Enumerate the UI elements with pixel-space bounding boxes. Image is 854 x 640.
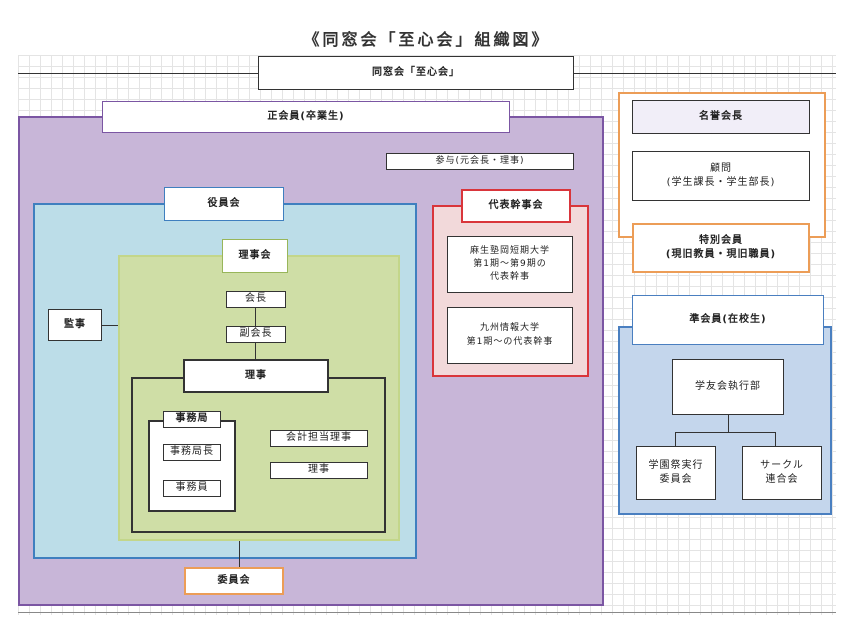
box-circle-union: サークル 連合会	[742, 446, 822, 500]
box-directors-header: 理事	[183, 359, 329, 393]
box-auditor: 監事	[48, 309, 102, 341]
box-secretary-general: 事務局長	[163, 444, 221, 461]
box-secretariat: 事務局	[163, 411, 221, 428]
box-reps-university: 九州情報大学 第1期～の代表幹事	[447, 307, 573, 364]
box-advisors: 参与(元会長・理事)	[386, 153, 574, 170]
auditor-connector-line	[102, 325, 118, 326]
box-reps-junior-college: 麻生塾岡短期大学 第1期～第9期の 代表幹事	[447, 236, 573, 293]
box-representative-directors: 代表幹事会	[461, 189, 571, 223]
box-accounting-director: 会計担当理事	[270, 430, 368, 447]
bottom-rule	[18, 612, 836, 613]
box-director: 理事	[270, 462, 368, 479]
box-associate-members: 準会員(在校生)	[632, 295, 824, 345]
box-president: 会長	[226, 291, 286, 308]
student-exec-connector	[728, 415, 729, 432]
chart-title: 《同窓会「至心会」組織図》	[303, 30, 551, 49]
committee-connector-line	[239, 541, 240, 568]
box-regular-members: 正会員(卒業生)	[102, 101, 510, 133]
box-board: 理事会	[222, 239, 288, 273]
circle-connector	[775, 432, 776, 446]
box-special-members: 特別会員 (現旧教員・現旧職員)	[632, 223, 810, 273]
box-festival-committee: 学園祭実行 委員会	[636, 446, 716, 500]
box-alumni-association: 同窓会「至心会」	[258, 56, 574, 90]
box-advisor: 顧問 (学生課長・学生部長)	[632, 151, 810, 201]
festival-connector	[675, 432, 676, 446]
box-council: 役員会	[164, 187, 284, 221]
box-vice-president: 副会長	[226, 326, 286, 343]
box-honorary-president: 名誉会長	[632, 100, 810, 134]
box-committee: 委員会	[184, 567, 284, 595]
box-student-exec: 学友会執行部	[672, 359, 784, 415]
region-secretariat	[148, 420, 236, 512]
box-secretariat-staff: 事務員	[163, 480, 221, 497]
student-exec-branch-line	[675, 432, 775, 433]
